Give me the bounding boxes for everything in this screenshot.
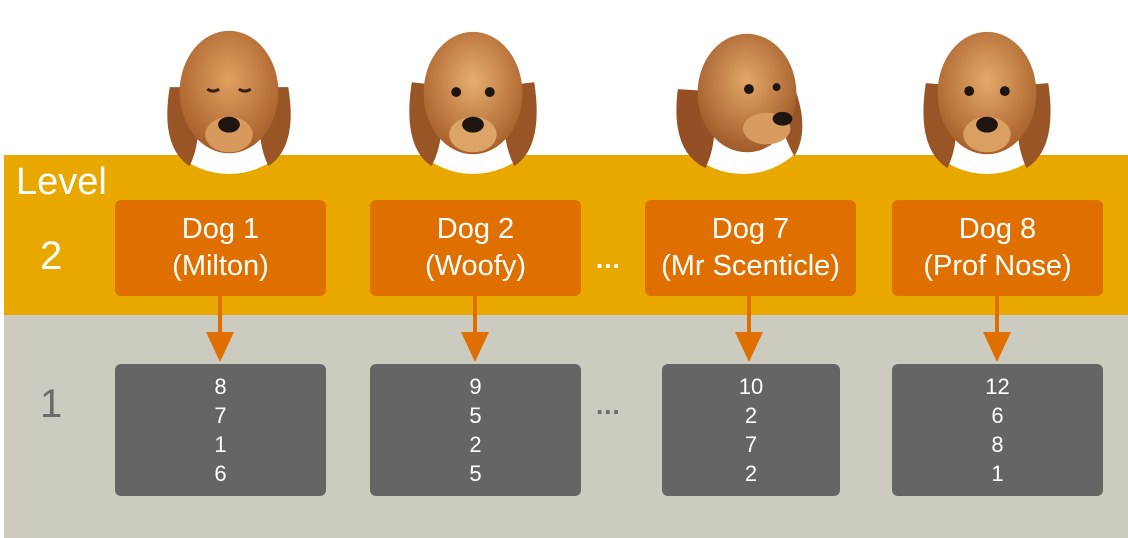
arrow-head-dog-8 (983, 332, 1011, 362)
dog-7-avatar (665, 19, 821, 175)
level-label: Level (16, 161, 107, 203)
value: 2 (469, 432, 482, 457)
value: 6 (991, 403, 1004, 428)
values-box-8: 12 6 8 1 (892, 364, 1103, 496)
dog-2-avatar (395, 19, 551, 175)
dog-box-8: Dog 8 (Prof Nose) (892, 200, 1103, 296)
value: 12 (985, 374, 1010, 399)
dog-name: Dog 8 (958, 213, 1037, 246)
level-2-number: 2 (40, 234, 63, 278)
dog-box-1: Dog 1 (Milton) (115, 200, 326, 296)
value: 9 (469, 374, 482, 399)
value: 7 (214, 403, 227, 428)
value: 10 (738, 374, 764, 399)
dog-8-avatar (909, 19, 1065, 175)
value: 2 (744, 461, 758, 486)
value: 1 (991, 461, 1004, 486)
arrow-head-dog-2 (461, 332, 489, 362)
values-box-1: 8 7 1 6 (115, 364, 326, 496)
value: 5 (469, 403, 482, 428)
dog-box-2: Dog 2 (Woofy) (370, 200, 581, 296)
value: 1 (214, 432, 227, 457)
value: 8 (214, 374, 227, 399)
dog-nickname: (Woofy) (425, 250, 526, 282)
values-box-7: 10 2 7 2 (662, 364, 840, 496)
dog-nickname: (Prof Nose) (923, 250, 1072, 282)
values-box-2: 9 5 2 5 (370, 364, 581, 496)
value: 8 (991, 432, 1004, 457)
dog-nickname: (Milton) (172, 250, 269, 282)
value: 6 (214, 461, 227, 486)
arrow-head-dog-7 (735, 332, 763, 362)
value: 7 (744, 432, 758, 457)
dog-name: Dog 1 (181, 213, 260, 246)
dog-box-7: Dog 7 (Mr Scenticle) (645, 200, 856, 296)
ellipsis-level-2: ... (596, 244, 621, 274)
dog-name: Dog 2 (436, 213, 515, 246)
arrow-head-dog-1 (206, 332, 234, 362)
dog-nickname: (Mr Scenticle) (661, 250, 840, 282)
level-1-number: 1 (40, 382, 63, 426)
dog-name: Dog 7 (711, 213, 790, 246)
ellipsis-level-1: ... (596, 390, 621, 420)
value: 5 (469, 461, 482, 486)
value: 2 (744, 403, 758, 428)
dog-1-avatar (151, 19, 307, 175)
